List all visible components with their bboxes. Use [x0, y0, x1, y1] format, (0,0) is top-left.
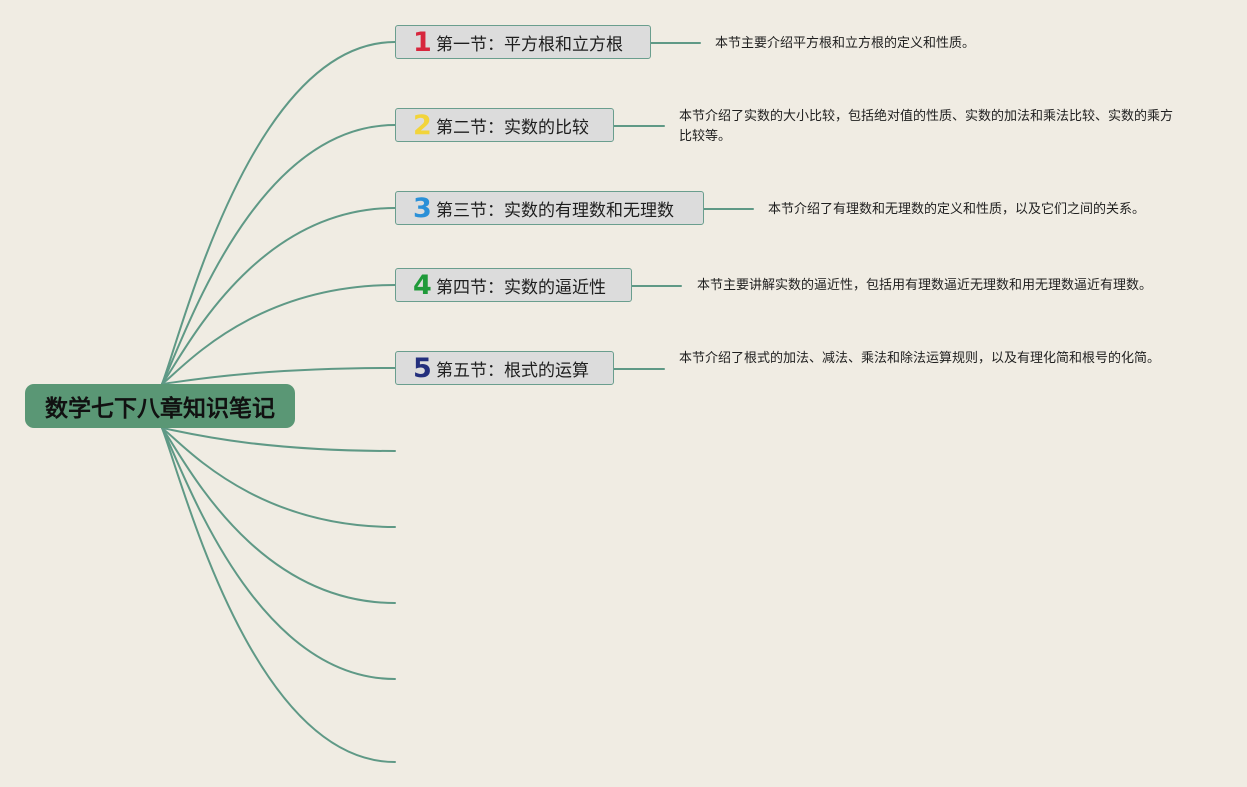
topic-title: 第一节：平方根和立方根 [436, 34, 623, 55]
branch-line [161, 427, 396, 763]
number-5-icon: 5 [413, 352, 432, 384]
number-4-icon: 4 [413, 269, 432, 301]
branch-line [161, 284, 396, 385]
number-2-icon: 2 [413, 109, 432, 141]
topic-section-5[interactable]: 5 第五节：根式的运算 [395, 351, 614, 385]
topic-title: 第三节：实数的有理数和无理数 [436, 200, 674, 221]
topic-section-2[interactable]: 2 第二节：实数的比较 [395, 108, 614, 142]
central-topic[interactable]: 数学七下八章知识笔记 [25, 384, 295, 428]
branch-line [161, 427, 396, 528]
topic-section-4[interactable]: 4 第四节：实数的逼近性 [395, 268, 632, 302]
central-topic-title: 数学七下八章知识笔记 [45, 396, 275, 422]
topic-note-1: 本节主要介绍平方根和立方根的定义和性质。 [715, 36, 976, 51]
number-1-icon: 1 [413, 26, 432, 58]
branch-line [161, 207, 396, 385]
branch-line [161, 367, 396, 385]
topic-note-2: 本节介绍了实数的大小比较，包括绝对值的性质、实数的加法和乘法比较、实数的乘方比较… [679, 109, 1174, 144]
topic-note-3: 本节介绍了有理数和无理数的定义和性质，以及它们之间的关系。 [768, 202, 1146, 217]
topic-note-5: 本节介绍了根式的加法、减法、乘法和除法运算规则，以及有理化简和根号的化简。 [679, 351, 1161, 366]
branch-line [161, 41, 396, 385]
branch-line [161, 427, 396, 680]
number-3-icon: 3 [413, 192, 432, 224]
branch-line [161, 427, 396, 604]
branch-line [161, 427, 396, 452]
topic-section-1[interactable]: 1 第一节：平方根和立方根 [395, 25, 651, 59]
topic-title: 第五节：根式的运算 [436, 360, 589, 381]
branch-line [161, 124, 396, 385]
topic-section-3[interactable]: 3 第三节：实数的有理数和无理数 [395, 191, 704, 225]
topic-title: 第二节：实数的比较 [436, 117, 589, 138]
topic-title: 第四节：实数的逼近性 [436, 277, 606, 298]
topic-note-4: 本节主要讲解实数的逼近性，包括用有理数逼近无理数和用无理数逼近有理数。 [697, 278, 1153, 293]
